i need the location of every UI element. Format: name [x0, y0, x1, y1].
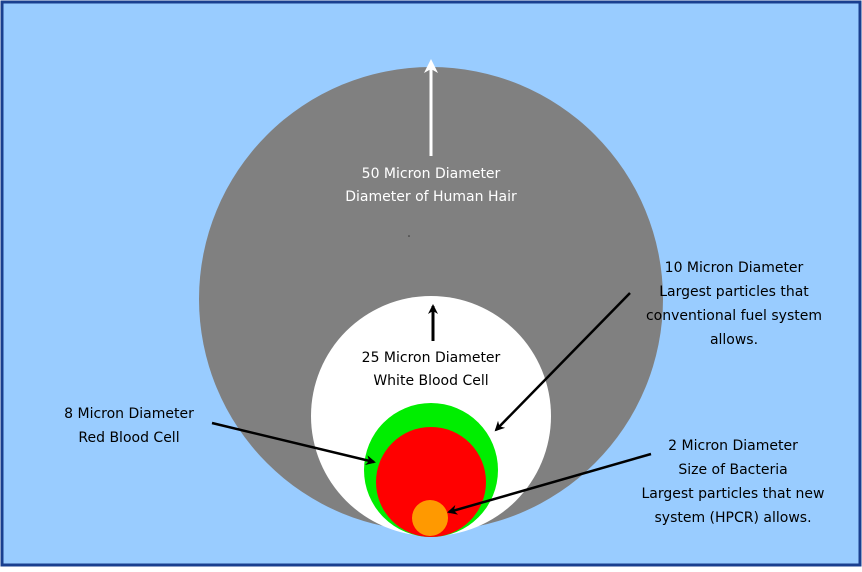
arrow-pointer-icon: [447, 452, 652, 515]
fuel-label-line4: allows.: [710, 332, 758, 348]
fuel-label-line2: Largest particles that: [659, 284, 809, 300]
hair-label-line2: Diameter of Human Hair: [345, 189, 517, 205]
rbc-label-line2: Red Blood Cell: [78, 430, 179, 446]
arrow-pointer-icon: [211, 421, 376, 465]
fuel-label-line3: conventional fuel system: [646, 308, 822, 324]
rbc-label-line1: 8 Micron Diameter: [64, 406, 194, 422]
bacteria-label-line4: system (HPCR) allows.: [654, 510, 811, 526]
bacteria-label-line2: Size of Bacteria: [678, 462, 787, 478]
arrow-pointer-icon: [494, 292, 631, 432]
bacteria-label-line1: 2 Micron Diameter: [668, 438, 798, 454]
bacteria-label-line3: Largest particles that new: [642, 486, 825, 502]
fuel-label-line1: 10 Micron Diameter: [665, 260, 804, 276]
bacteria-circle: [412, 500, 448, 536]
hair-label-line1: 50 Micron Diameter: [362, 166, 501, 182]
center-dot: [408, 235, 410, 237]
wbc-label-line1: 25 Micron Diameter: [362, 350, 501, 366]
wbc-label-line2: White Blood Cell: [373, 373, 488, 389]
